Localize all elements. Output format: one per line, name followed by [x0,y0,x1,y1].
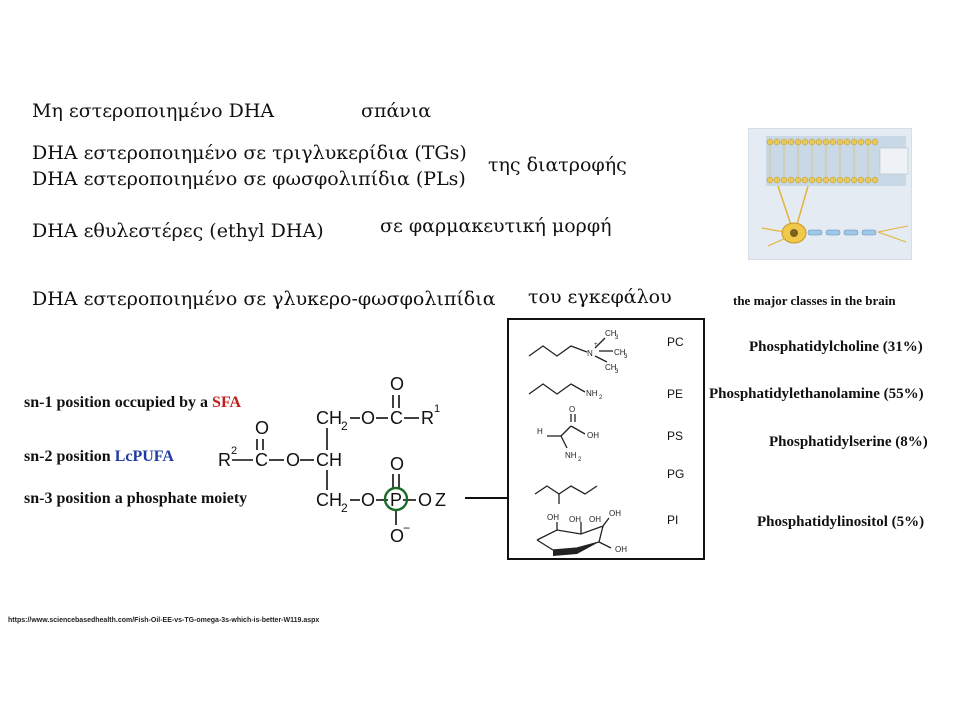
row3-left-text: DHA εστεροποιημένο σε φωσφολιπίδια (PLs) [32,168,466,190]
sn2-ester-oxygen: O [286,450,300,470]
phosphate-highlight-circle [383,486,409,512]
ps-h: H [537,427,543,436]
pi-oh-5: OH [615,545,627,554]
row4-left-text: DHA εθυλεστέρες (ethyl DHA) [32,220,324,242]
sn1-position-text: sn-1 position occupied by a SFA [24,394,241,412]
sn2-prefix: sn-2 position [24,448,115,465]
r2-group: R [218,450,231,470]
sn2-ch: CH [316,450,342,470]
head-label-pg: PG [667,467,684,481]
sn2-carbon: C [255,450,268,470]
pc-ch3-c-sub: 3 [615,369,619,375]
ps-nh2-sub: 2 [578,457,582,463]
lcpufa-highlight: LcPUFA [114,448,174,465]
r2-sup: 2 [231,445,237,457]
sn3-ch2-sub: 2 [341,501,348,515]
row1-left-text: Μη εστεροποιημένο DHA [32,100,275,122]
source-url: https://www.sciencebasedhealth.com/Fish-… [8,617,320,624]
pe-nh2: NH [586,389,598,398]
pi-oh-4: OH [609,509,621,518]
pc-ch3-a-sub: 3 [615,335,619,341]
row4-right-text: σε φαρμακευτική μορφή [380,215,612,237]
minus-sign: − [403,521,410,535]
pc-ch3-a: CH [605,329,617,338]
phosphate-top-oxygen: O [390,454,404,474]
ps-oh: OH [587,431,599,440]
row2-left-text: DHA εστεροποιημένο σε τριγλυκερίδια (TGs… [32,142,467,164]
head-label-pi: PI [667,513,678,527]
class-item-pc: Phosphatidylcholine (31%) [749,339,923,355]
row5-left-text: DHA εστεροποιημένο σε γλυκερο-φωσφολιπίδ… [32,288,496,310]
head-label-ps: PS [667,429,683,443]
sn1-ch2-sub: 2 [341,419,348,433]
r1-sup: 1 [434,403,440,415]
pi-oh-2: OH [589,515,601,524]
ps-nh2: NH [565,451,577,460]
r1-group: R [421,408,434,428]
carbonyl-oxygen-2: O [255,418,269,438]
head-label-pe: PE [667,387,683,401]
glycerophospholipid-structure: O CH 2 O C R 1 O R 2 C O CH O CH 2 O P O… [218,374,446,545]
head-groups-box: N + CH 3 CH 3 CH 3 NH 2 H O OH NH 2 OH O… [507,318,705,560]
class-item-ps: Phosphatidylserine (8%) [769,434,928,450]
class-item-pe: Phosphatidylethanolamine (55%) [709,386,924,402]
pc-ch3-b-sub: 3 [624,354,628,360]
head-label-pc: PC [667,335,684,349]
sn3-ester-oxygen: O [361,490,375,510]
pi-oh-1: OH [569,515,581,524]
phosphate-o-minus: O [390,526,404,545]
pe-nh2-sub: 2 [599,395,603,401]
phosphorus: P [390,490,402,510]
sn1-ch2: CH [316,408,342,428]
z-group: Z [435,490,446,510]
row1-right-text: σπάνια [361,100,432,122]
sfa-highlight: SFA [212,394,242,411]
classes-heading: the major classes in the brain [733,293,896,308]
sn3-position-text: sn-3 position a phosphate moiety [24,490,248,507]
class-item-pi: Phosphatidylinositol (5%) [757,514,925,530]
pc-n-label: N [587,349,593,358]
sn1-carbon: C [390,408,403,428]
pc-ch3-c: CH [605,363,617,372]
sn3-ch2: CH [316,490,342,510]
pc-n-plus: + [594,342,598,348]
sn1-ester-oxygen: O [361,408,375,428]
sn2-position-text: sn-2 position LcPUFA [24,448,174,466]
row5-right-text: του εγκεφάλου [528,286,672,308]
phosphate-ester-oxygen: O [418,490,432,510]
sn1-prefix: sn-1 position occupied by a [24,394,213,411]
carbonyl-oxygen-1: O [390,374,404,394]
pc-ch3-b: CH [614,348,626,357]
pi-oh-3: OH [547,513,559,522]
membrane-neuron-illustration [748,128,912,260]
row23-right-text: της διατροφής [488,154,627,176]
ps-carbonyl-o: O [569,405,575,414]
connector-line [465,497,510,499]
